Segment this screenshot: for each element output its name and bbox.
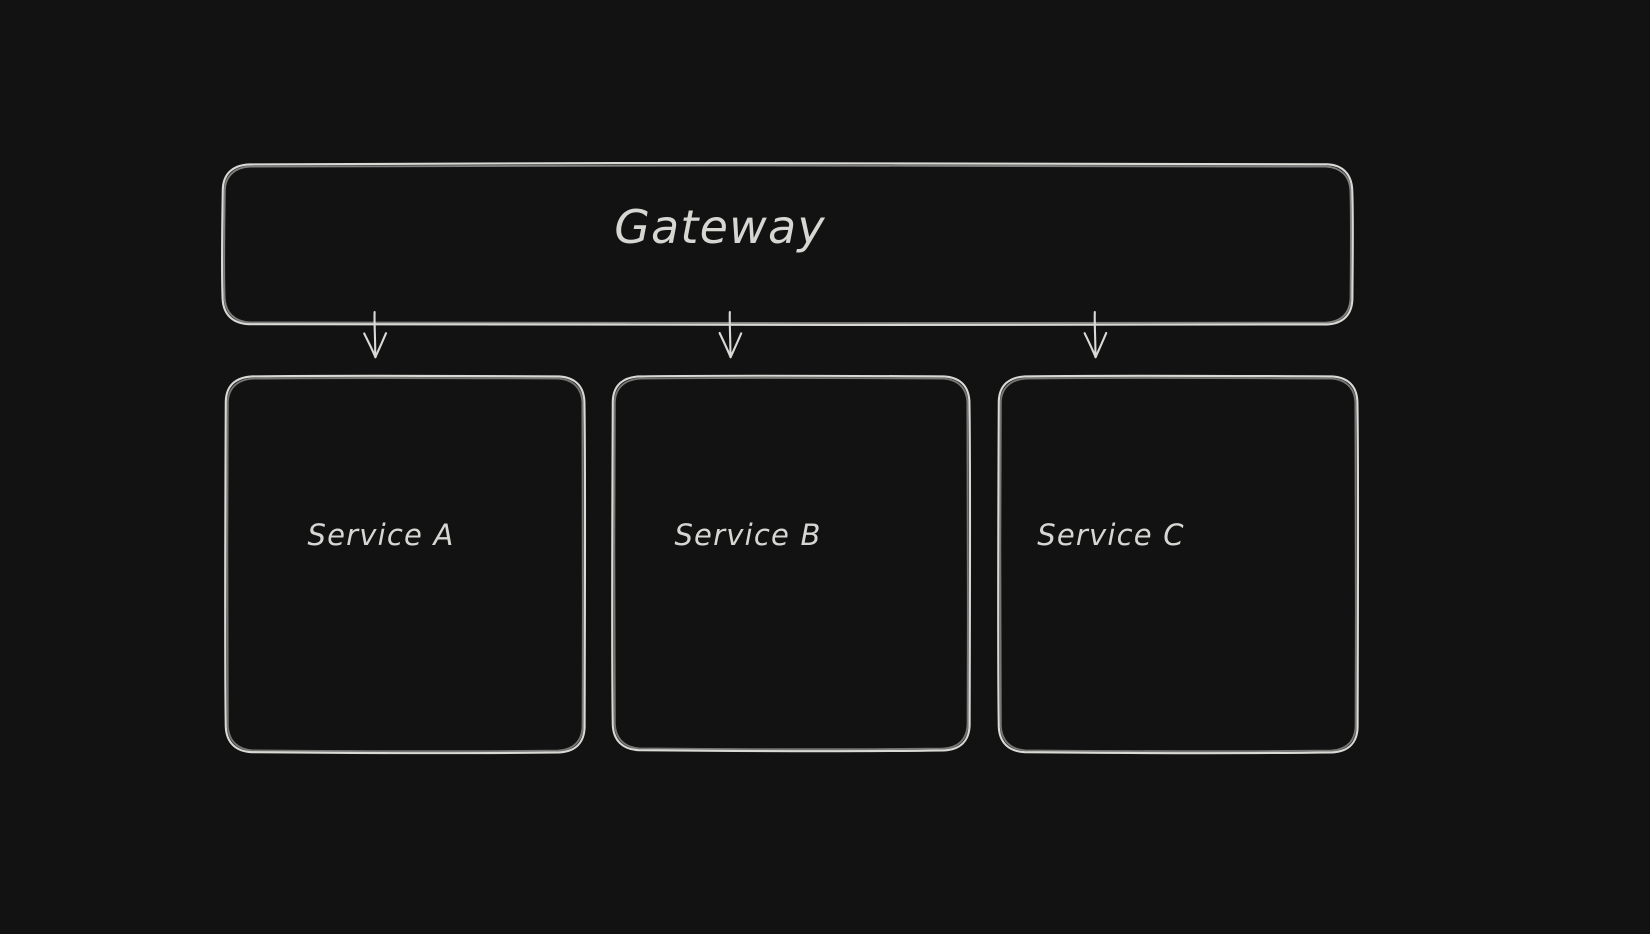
node-service-c[interactable]: Service C (997, 374, 1360, 755)
node-service-c-outline (997, 374, 1360, 755)
node-gateway-label: Gateway (614, 200, 826, 254)
node-gateway-outline-secondary (223, 164, 1352, 325)
node-service-b-outline-secondary (613, 377, 969, 751)
node-service-c-label: Service C (1037, 518, 1184, 552)
edge-gateway-service-a-arrowhead-left (363, 332, 377, 359)
edge-gateway-service-a[interactable] (363, 310, 388, 359)
node-gateway-fill (222, 163, 1353, 325)
node-service-a-outline (224, 374, 587, 755)
edge-gateway-service-b[interactable] (718, 310, 743, 359)
node-service-a-fill (225, 375, 585, 753)
edge-gateway-service-c-arrowhead-right (1094, 331, 1108, 359)
edge-gateway-service-b-arrowhead-right (729, 332, 743, 359)
node-service-b[interactable]: Service B (611, 374, 972, 753)
edge-gateway-service-c-arrowhead-left (1083, 332, 1097, 359)
edge-gateway-service-a-arrowhead-right (374, 332, 388, 359)
edge-gateway-service-c[interactable] (1083, 310, 1108, 359)
edge-gateway-service-c-line (1093, 310, 1097, 358)
node-service-b-fill (612, 375, 970, 751)
edge-gateway-service-b-line (728, 310, 732, 358)
node-service-a-outline-secondary (226, 377, 584, 753)
node-service-a[interactable]: Service A (224, 374, 587, 755)
node-gateway-outline (220, 161, 1354, 327)
node-service-a-label: Service A (307, 518, 454, 552)
node-service-c-outline-secondary (999, 377, 1357, 753)
edge-gateway-service-b-arrowhead-left (718, 331, 732, 359)
node-service-b-outline (611, 374, 972, 753)
node-service-c-fill (998, 375, 1358, 753)
edge-gateway-service-a-line (373, 310, 377, 358)
node-service-b-label: Service B (674, 518, 821, 552)
node-gateway[interactable]: Gateway (220, 161, 1354, 327)
